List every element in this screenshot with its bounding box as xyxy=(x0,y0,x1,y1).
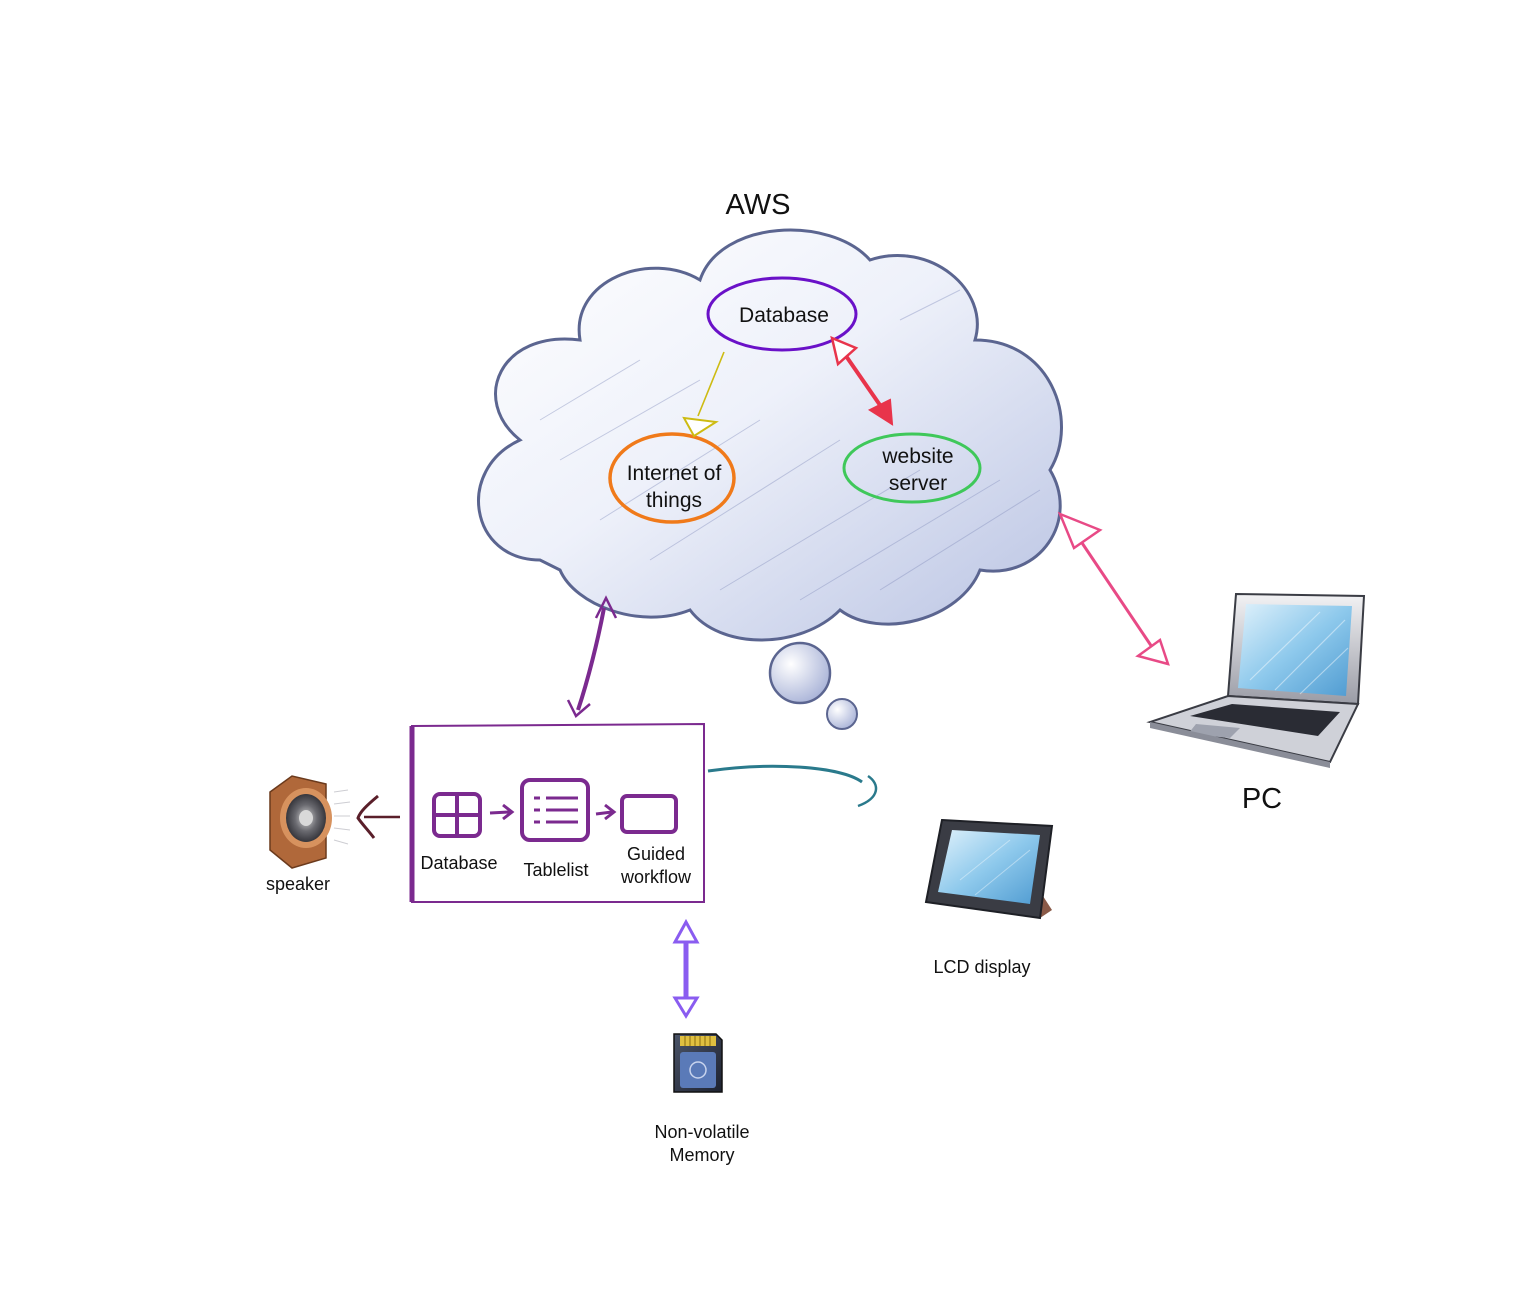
device-guided-label-line1: Guided xyxy=(627,844,685,864)
cloud-server-label-line1: website xyxy=(881,445,953,468)
lcd-label: LCD display xyxy=(933,957,1030,977)
laptop-icon xyxy=(1146,592,1366,768)
cloud-server-node: website server xyxy=(842,432,982,504)
pc-cloud-arrow xyxy=(1057,511,1170,666)
aws-cloud xyxy=(477,228,1063,642)
db-server-arrow xyxy=(830,335,894,426)
device-tablelist-label: Tablelist xyxy=(523,860,588,880)
flow-arrow-2 xyxy=(595,803,617,821)
list-icon xyxy=(520,778,590,842)
thought-bubble-small xyxy=(826,698,858,730)
sd-card-icon xyxy=(673,1033,723,1093)
device-speaker-arrow xyxy=(356,794,400,839)
pc-label: PC xyxy=(1242,783,1282,815)
device-memory-arrow xyxy=(672,918,700,1019)
device-box xyxy=(409,722,705,903)
memory-label-line1: Non-volatile xyxy=(654,1122,749,1142)
flow-arrow-1 xyxy=(489,803,515,821)
cloud-database-label: Database xyxy=(739,304,829,327)
speaker-label: speaker xyxy=(266,874,330,894)
cloud-iot-label-line1: Internet of xyxy=(627,462,722,485)
device-lcd-arrow xyxy=(707,764,878,808)
cloud-server-label-line2: server xyxy=(889,472,947,495)
cloud-iot-label-line2: things xyxy=(646,489,702,512)
window-icon xyxy=(620,794,678,834)
device-guided-label-line2: workflow xyxy=(620,867,692,887)
cloud-database-node: Database xyxy=(706,276,858,352)
table-icon xyxy=(432,792,482,838)
tablet-icon xyxy=(924,818,1054,920)
device-cloud-arrow xyxy=(566,595,618,718)
speaker-icon xyxy=(269,775,351,869)
db-to-iot-arrow xyxy=(682,351,725,438)
device-database-label: Database xyxy=(420,853,497,873)
thought-bubble-large xyxy=(768,641,832,705)
aws-title: AWS xyxy=(726,189,791,221)
memory-label-line2: Memory xyxy=(669,1145,734,1165)
cloud-iot-node: Internet of things xyxy=(608,432,736,524)
